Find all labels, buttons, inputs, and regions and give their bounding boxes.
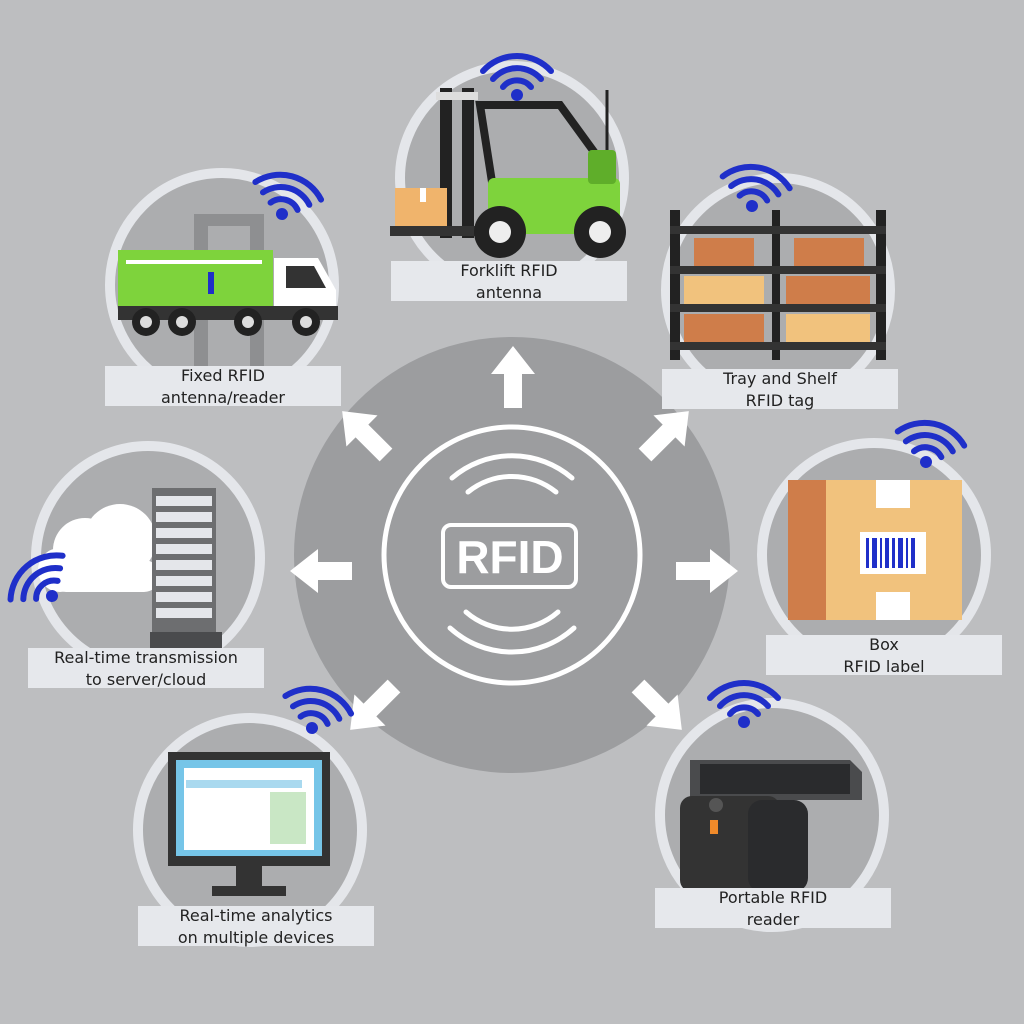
label-forklift-line1: Forklift RFID [460,260,558,280]
label-portable: Portable RFID reader [655,887,891,929]
node-fixed-reader [105,168,339,402]
truck-icon [118,214,338,366]
cloud-icon [38,504,160,592]
node-shelf [661,162,895,407]
hub-ring [381,424,643,686]
node-cloud [1,441,265,675]
forklift-icon [390,88,626,258]
label-portable-line1: Portable RFID [718,887,828,907]
center-label: RFID [456,531,563,583]
label-shelf-line1: Tray and Shelf [723,368,837,388]
label-analytics: Real-time analytics on multiple devices [138,905,374,947]
label-cloud-line1: Real-time transmission [54,647,238,667]
label-portable-line2: reader [746,909,800,929]
rfid-waves-icon [447,453,577,655]
label-fixed-line2: antenna/reader [161,387,285,407]
monitor-icon [168,752,330,896]
label-shelf-line2: RFID tag [745,390,815,410]
label-box-line1: Box [869,634,899,654]
label-fixed: Fixed RFID antenna/reader [105,365,341,407]
handheld-reader-icon [680,760,862,892]
label-box-line2: RFID label [843,656,925,676]
label-cloud-line2: to server/cloud [85,669,207,689]
label-cloud: Real-time transmission to server/cloud [28,647,264,689]
label-analytics-line2: on multiple devices [177,927,335,947]
node-analytics [133,682,367,947]
node-box [757,417,991,672]
label-forklift: Forklift RFID antenna [391,260,627,302]
hub-disc [294,337,730,773]
label-fixed-line1: Fixed RFID [181,365,265,385]
server-icon [150,488,222,648]
shelf-icon [670,210,886,360]
label-shelf: Tray and Shelf RFID tag [662,368,898,410]
label-analytics-line1: Real-time analytics [179,905,333,925]
label-box: Box RFID label [766,634,1002,676]
rfid-badge [441,523,578,589]
label-forklift-line2: antenna [475,282,543,302]
node-forklift [390,56,629,295]
box-icon [788,480,962,620]
